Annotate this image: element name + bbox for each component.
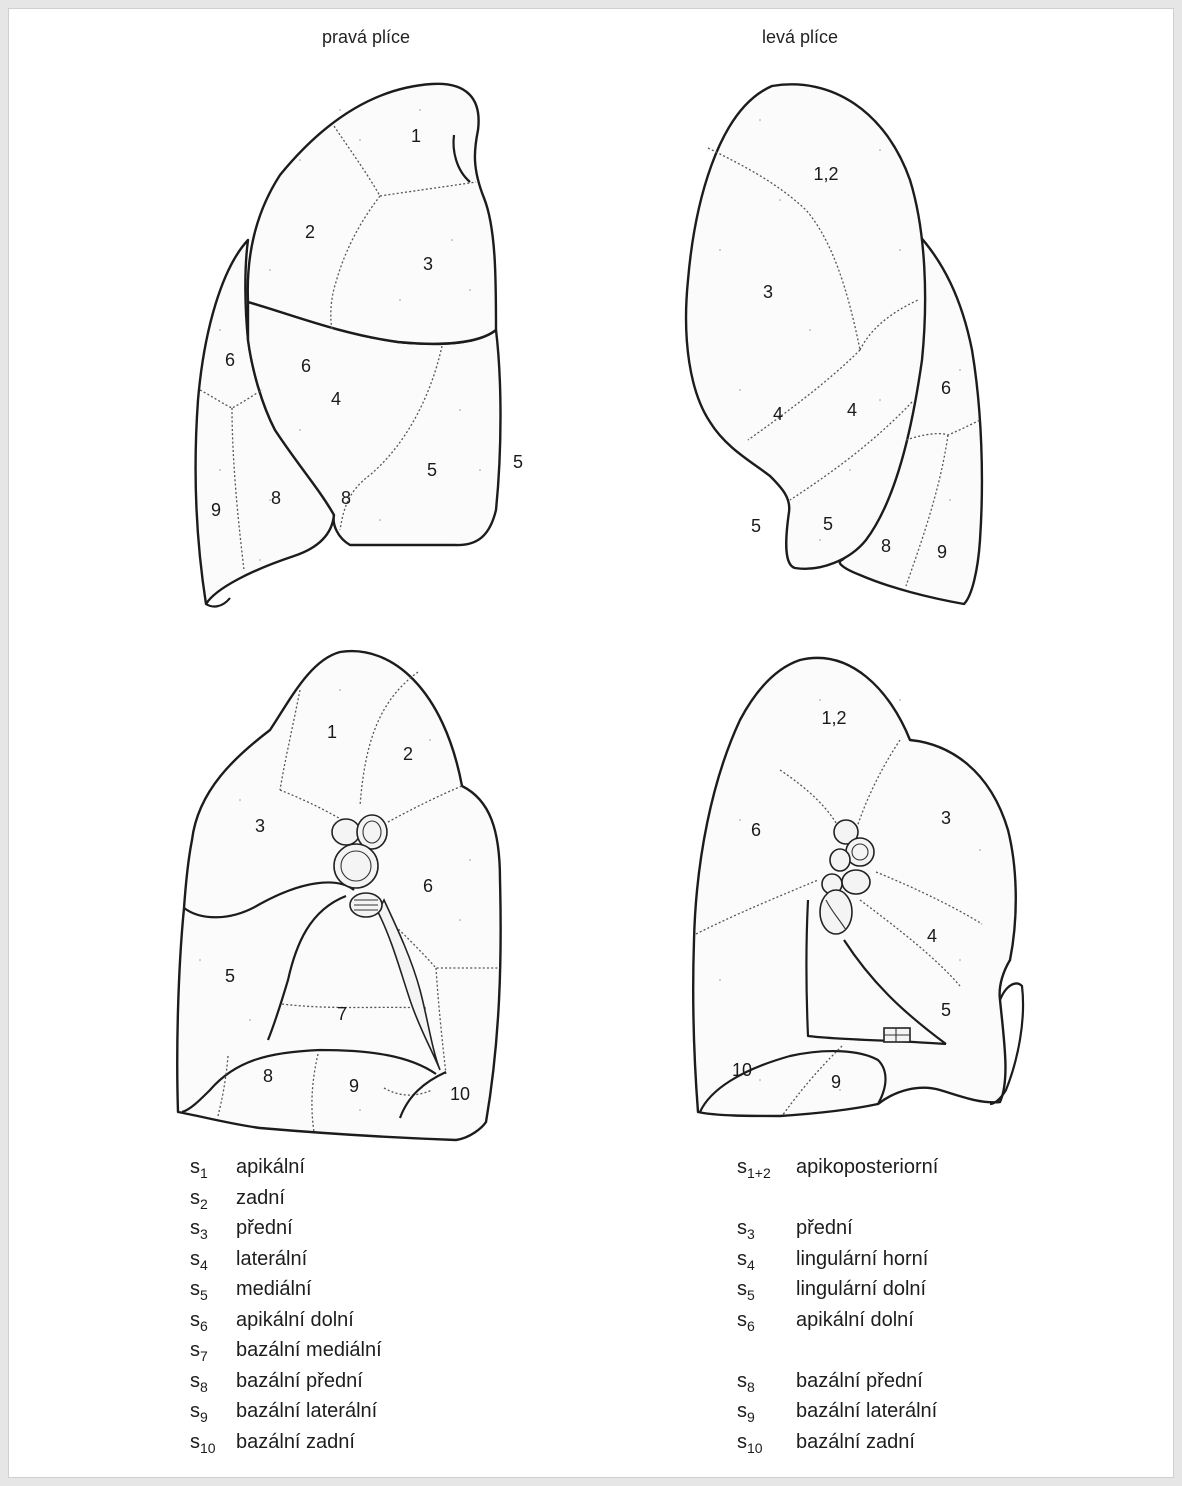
rl-medial-label-9: 9 — [349, 1076, 359, 1096]
ll-label-6: 6 — [941, 378, 951, 398]
legend-row: s9bazální laterální — [737, 1400, 1067, 1431]
left-lung-medial-view: 1,2 6 3 4 5 10 9 — [693, 658, 1023, 1116]
legend-row: s9bazální laterální — [190, 1400, 490, 1431]
ll-label-9: 9 — [937, 542, 947, 562]
rl-label-3: 3 — [423, 254, 433, 274]
ll-label-5-outside: 5 — [751, 516, 761, 536]
rl-medial-label-5: 5 — [225, 966, 235, 986]
legend-row: s1apikální — [190, 1156, 490, 1187]
legend-row: s6apikální dolní — [737, 1309, 1067, 1340]
ll-label-3: 3 — [763, 282, 773, 302]
rl-label-6a: 6 — [225, 350, 235, 370]
right-lung-lateral-view: 1 2 3 6 6 4 5 5 9 8 8 — [196, 84, 523, 607]
lung-segments-diagram: 1 2 3 6 6 4 5 5 9 8 8 1,2 3 4 4 6 5 — [0, 0, 1182, 1150]
rl-label-2: 2 — [305, 222, 315, 242]
ll-medial-label-4: 4 — [927, 926, 937, 946]
rl-medial-outline — [177, 651, 500, 1140]
legend-spacer — [737, 1339, 1067, 1370]
left-lung-lateral-view: 1,2 3 4 4 6 5 5 8 9 — [686, 84, 982, 604]
rl-label-8a: 8 — [271, 488, 281, 508]
legend-row: s3přední — [737, 1217, 1067, 1248]
rl-medial-label-2: 2 — [403, 744, 413, 764]
legend-row: s4laterální — [190, 1248, 490, 1279]
legend-row: s6apikální dolní — [190, 1309, 490, 1340]
rl-upper-lobe — [248, 84, 496, 344]
legend-row: s8bazální přední — [190, 1370, 490, 1401]
ll-medial-label-9: 9 — [831, 1072, 841, 1092]
rl-medial-label-6: 6 — [423, 876, 433, 896]
legend-row: s2zadní — [190, 1187, 490, 1218]
legend-row: s8bazální přední — [737, 1370, 1067, 1401]
ll-medial-label-3: 3 — [941, 808, 951, 828]
ll-label-4b: 4 — [847, 400, 857, 420]
legend-row: s10bazální zadní — [190, 1431, 490, 1462]
legend-row: s4lingulární horní — [737, 1248, 1067, 1279]
rl-label-8b: 8 — [341, 488, 351, 508]
ll-label-4a: 4 — [773, 404, 783, 424]
legend-row: s10bazální zadní — [737, 1431, 1067, 1462]
rl-medial-label-8: 8 — [263, 1066, 273, 1086]
ll-medial-label-5: 5 — [941, 1000, 951, 1020]
rl-label-5-outside: 5 — [513, 452, 523, 472]
ll-label-8: 8 — [881, 536, 891, 556]
rl-label-6b: 6 — [301, 356, 311, 376]
rl-label-1: 1 — [411, 126, 421, 146]
ll-medial-label-6: 6 — [751, 820, 761, 840]
rl-medial-label-3: 3 — [255, 816, 265, 836]
legend-row: s3přední — [190, 1217, 490, 1248]
legend-row: s1+2apikoposteriorní — [737, 1156, 1067, 1187]
ll-medial-label-10: 10 — [732, 1060, 752, 1080]
rl-medial-label-1: 1 — [327, 722, 337, 742]
ll-upper-lobe — [686, 84, 925, 568]
rl-label-9: 9 — [211, 500, 221, 520]
legend-left-lung: s1+2apikoposteriorní s3přední s4lingulár… — [737, 1156, 1067, 1461]
rl-label-4: 4 — [331, 389, 341, 409]
ll-medial-label-1-2: 1,2 — [821, 708, 846, 728]
rl-medial-label-7: 7 — [337, 1004, 347, 1024]
right-lung-medial-view: 1 2 3 6 5 7 8 9 10 — [177, 651, 500, 1140]
rl-label-5: 5 — [427, 460, 437, 480]
legend-spacer — [737, 1187, 1067, 1218]
ll-label-5: 5 — [823, 514, 833, 534]
legend-right-lung: s1apikální s2zadní s3přední s4laterální … — [190, 1156, 490, 1461]
legend-row: s7bazální mediální — [190, 1339, 490, 1370]
ll-label-1-2: 1,2 — [813, 164, 838, 184]
legend-row: s5lingulární dolní — [737, 1278, 1067, 1309]
rl-medial-label-10: 10 — [450, 1084, 470, 1104]
legend-row: s5mediální — [190, 1278, 490, 1309]
